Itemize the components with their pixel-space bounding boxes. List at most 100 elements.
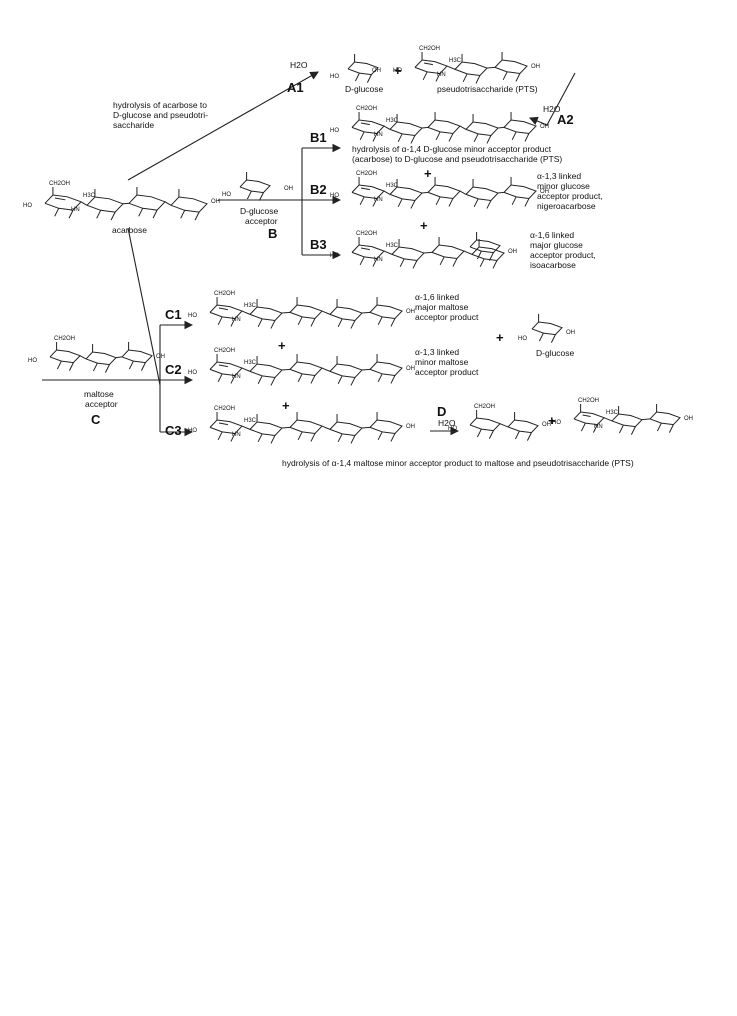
c3-structure-ring-5-bond (390, 433, 396, 442)
c1-structure-glycosidic-1 (241, 310, 251, 315)
pts-d-structure-ring-2-bond (630, 426, 636, 435)
maltose-acceptor-structure-ring-3-bond (128, 360, 134, 370)
b3-structure-glycosidic-2 (423, 251, 433, 254)
acarbose-structure-ring-3-bond (152, 209, 158, 219)
c3-structure-ring-3 (289, 419, 323, 434)
b2-structure-ring-5 (503, 184, 537, 199)
arrow-a2-head (528, 116, 548, 126)
plus-c-glucose: + (496, 330, 504, 345)
c3-structure-ring-5-bond (377, 431, 383, 441)
acarbose-structure-ring-1-bond (54, 208, 60, 217)
d-glucose-c-ring (531, 321, 563, 336)
compound-maltose-acceptor-1: maltose (84, 389, 114, 399)
b2-structure-ring-4-bond (486, 200, 492, 209)
pts-a1-structure-hn: HN (437, 72, 446, 78)
b2-structure-ho: HO (330, 193, 339, 199)
c2-structure-glycosidic-3 (321, 367, 331, 372)
pts-a1-structure-glycosidic-2 (486, 66, 496, 69)
arrow-a2-tail (546, 72, 576, 126)
c3-structure-h3c: H3C (244, 418, 257, 424)
b1-structure-ho: HO (330, 128, 339, 134)
pts-d-structure-ho: HO (552, 420, 561, 426)
compound-acarbose: acarbose (112, 225, 147, 235)
b1-structure-ring-3 (427, 119, 461, 134)
c1-structure-ring-5-bond (390, 318, 396, 327)
pts-d-structure-ring-1-bond (592, 424, 598, 433)
maltose-d-structure-ring-2 (507, 419, 539, 434)
c3-structure-ring-2-bond (270, 435, 276, 444)
maltose-d-structure-ho: HO (448, 426, 457, 432)
c1-structure-ring-3 (289, 304, 323, 319)
c1-structure-ring-5 (369, 304, 403, 319)
b1-structure-ring-3-bond (448, 133, 454, 142)
b1-structure-ring-5-bond (524, 133, 530, 142)
molecule-structures (44, 52, 681, 444)
b3-structure-glycosidic-3 (463, 250, 473, 255)
b1-structure-ring-1-bond (372, 133, 378, 142)
c1-structure-ring-1-bond (230, 318, 236, 327)
acarbose-structure-h3c: H3C (83, 193, 96, 199)
acarbose-structure-oh: OH (211, 199, 220, 205)
b3-structure-ring-4-bond (479, 258, 485, 268)
c3-structure-hn: HN (232, 432, 241, 438)
b3-branch-ring (469, 239, 501, 254)
pts-d-structure-ring-3-bond (668, 424, 674, 433)
pts-d-structure-glycosidic-1 (603, 417, 613, 422)
svg-text:α-1,3 linked: α-1,3 linked (537, 171, 581, 181)
pts-a1-structure-ring-2-bond (462, 73, 468, 83)
c1-structure-ring-1-double-bond (218, 307, 228, 311)
label-c: C (91, 412, 101, 427)
b3-branch-ring-bond (488, 252, 494, 261)
c3-structure-ring-1-double-bond (218, 422, 228, 426)
label-b: B (268, 226, 277, 241)
compound-d-glucose-acceptor-2: acceptor (245, 216, 278, 226)
c2-structure-oh: OH (406, 366, 415, 372)
b3-structure-ch2oh: CH2OH (356, 231, 377, 237)
label-c1: C1 (165, 307, 182, 322)
annotation-d: hydrolysis of α-1,4 maltose minor accept… (282, 458, 634, 468)
pts-d-structure-ring-2-bond (618, 424, 624, 434)
c2-structure-ho: HO (188, 370, 197, 376)
pts-a1-structure-ch2oh: CH2OH (419, 46, 440, 52)
c2-structure-h3c: H3C (244, 360, 257, 366)
c3-structure-ring-5 (369, 419, 403, 434)
pts-a1-structure-ring-2 (454, 61, 488, 76)
acarbose-structure-ch2oh: CH2OH (49, 181, 70, 187)
b1-structure-ring-2-bond (410, 135, 416, 144)
d-glucose-c-ring-bond (550, 334, 556, 343)
b2-structure-ring-1-bond (372, 198, 378, 207)
svg-text:acceptor product: acceptor product (415, 312, 479, 322)
arrow-acarbose-to-c (127, 227, 161, 386)
atom-labels: CH2OHHOOHH3CHNHOOHCH2OHHOOHH3CHNHOOHCH2O… (23, 46, 693, 438)
label-a2: A2 (557, 112, 574, 127)
svg-text:major maltose: major maltose (415, 302, 469, 312)
d-glucose-acceptor-ring-bond (246, 190, 252, 200)
svg-text:α-1,3 linked: α-1,3 linked (415, 347, 459, 357)
acarbose-structure-ring-4 (170, 196, 208, 213)
c3-structure-glycosidic-2 (281, 426, 291, 429)
plus-d: + (548, 413, 556, 428)
svg-text:hydrolysis of α-1,4 D-glucose: hydrolysis of α-1,4 D-glucose minor acce… (352, 144, 552, 154)
compound-d-glucose-c: D-glucose (536, 348, 575, 358)
c2-structure-ring-4-bond (350, 377, 356, 386)
c3-structure-glycosidic-3 (321, 425, 331, 430)
c2-structure-ring-5-bond (377, 373, 383, 383)
acarbose-structure-ring-2 (86, 196, 124, 213)
annotation-b2: α-1,3 linked minor glucose acceptor prod… (537, 171, 603, 211)
b3-structure-ho: HO (330, 253, 339, 259)
maltose-acceptor-structure-glycosidic-2 (115, 356, 123, 359)
c2-structure-ch2oh: CH2OH (214, 348, 235, 354)
b2-structure-ring-4-bond (473, 198, 479, 208)
c2-structure-ring-5-bond (390, 375, 396, 384)
b1-structure-ring-1-double-bond (360, 122, 370, 126)
maltose-d-structure-ring-2-bond (514, 430, 520, 440)
c1-structure-ring-4-bond (337, 318, 343, 328)
c3-structure-ring-4 (329, 421, 363, 436)
label-d: D (437, 404, 446, 419)
pts-a1-structure-ring-3-bond (502, 71, 508, 81)
b3-structure-ring-1-bond (372, 258, 378, 267)
svg-text:α-1,6 linked: α-1,6 linked (415, 292, 459, 302)
b3-structure-ring-2-bond (412, 260, 418, 269)
svg-text:hydrolysis of acarbose to: hydrolysis of acarbose to (113, 100, 207, 110)
